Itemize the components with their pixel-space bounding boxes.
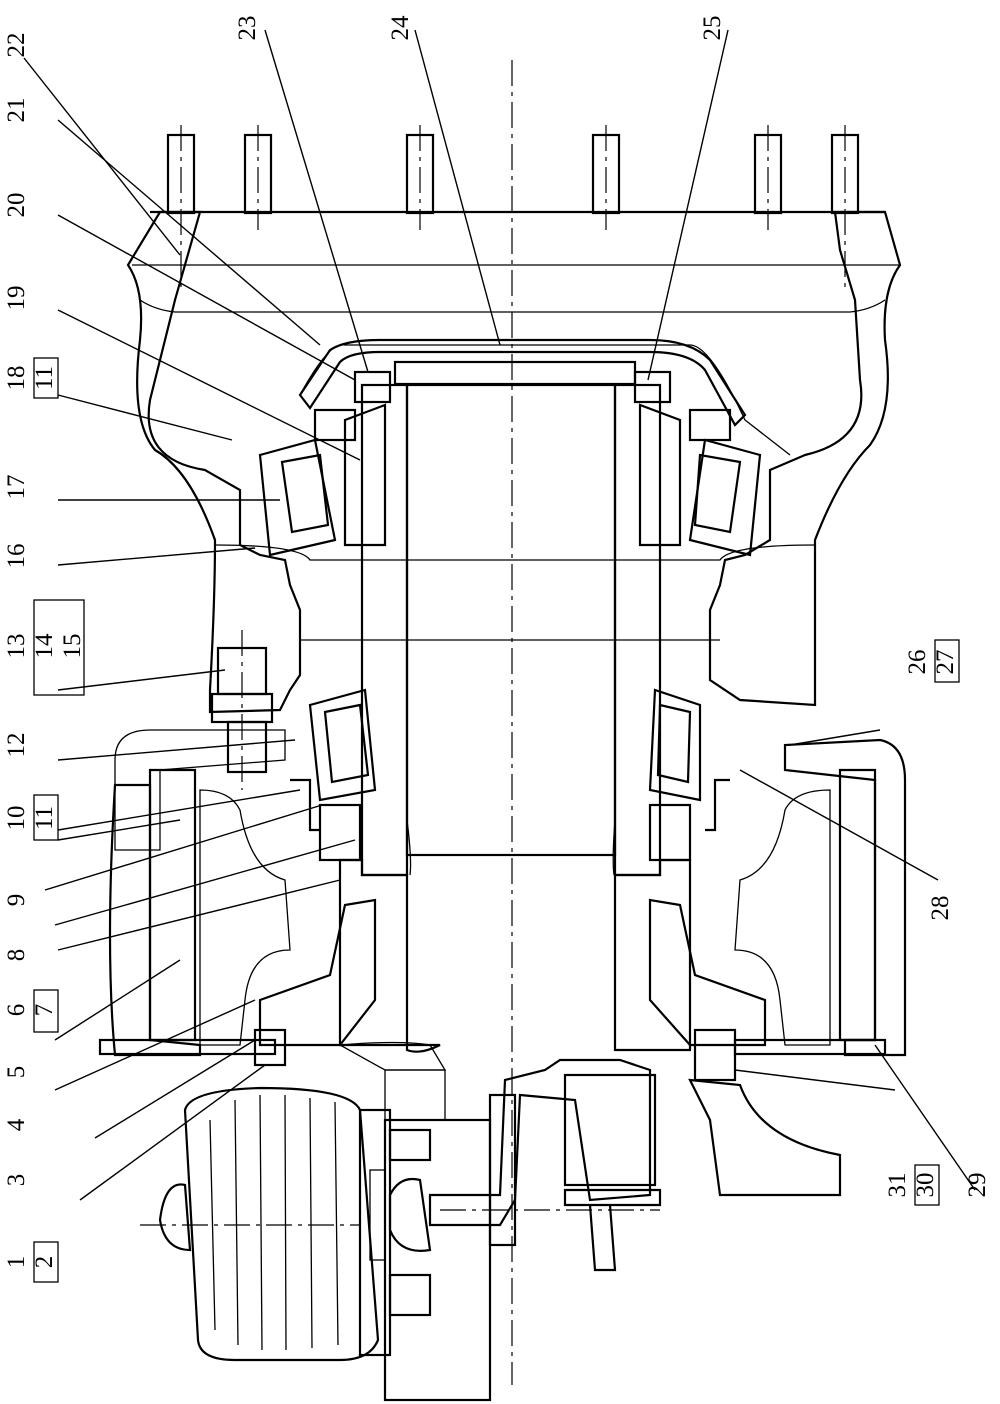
part-label-30: 30 <box>912 1173 939 1198</box>
part-label-10: 10 <box>3 806 30 831</box>
part-label-11b: 11 <box>31 366 58 390</box>
part-label-31: 31 <box>884 1173 911 1198</box>
brake-shoe-carrier <box>199 789 831 1047</box>
part-label-4: 4 <box>3 1118 30 1131</box>
part-label-5: 5 <box>3 1066 30 1079</box>
part-label-29: 29 <box>964 1173 991 1198</box>
part-label-13: 13 <box>3 634 30 659</box>
slack-adjuster <box>140 1058 842 1272</box>
part-label-3: 3 <box>3 1174 30 1187</box>
leader-lines <box>23 29 976 1201</box>
part-label-28: 28 <box>927 896 954 921</box>
inner-tapered-bearing <box>308 688 702 802</box>
part-label-14: 14 <box>31 633 58 659</box>
brake-drum <box>108 729 907 1057</box>
part-label-9: 9 <box>3 894 30 907</box>
dust-shield-plate <box>98 1028 887 1082</box>
part-label-23: 23 <box>234 16 261 41</box>
part-label-22: 22 <box>3 33 30 58</box>
part-label-21: 21 <box>3 98 30 123</box>
part-labels: 22 21 20 19 18 11 17 16 13 14 15 12 10 1… <box>3 15 991 1283</box>
axle-spindle <box>338 383 692 1053</box>
wheel-hub-housing <box>126 210 902 714</box>
part-label-27: 27 <box>932 650 959 675</box>
part-label-6: 6 <box>3 1004 30 1017</box>
part-label-20: 20 <box>3 193 30 218</box>
part-label-26: 26 <box>904 650 931 675</box>
part-label-19: 19 <box>3 286 30 311</box>
part-label-11a: 11 <box>31 806 58 830</box>
part-label-2: 2 <box>31 1256 58 1269</box>
part-label-15: 15 <box>59 634 86 659</box>
brake-bracket <box>337 1041 492 1402</box>
part-label-1: 1 <box>3 1256 30 1269</box>
part-label-8: 8 <box>3 949 30 962</box>
part-label-25: 25 <box>699 16 726 41</box>
oil-seal <box>290 778 730 862</box>
part-label-18: 18 <box>3 366 30 391</box>
brake-air-chamber <box>158 1086 392 1362</box>
part-label-16: 16 <box>3 544 30 569</box>
part-label-12: 12 <box>3 733 30 758</box>
part-label-24: 24 <box>387 15 414 41</box>
outer-tapered-bearing <box>258 403 762 557</box>
part-label-7: 7 <box>31 1004 58 1017</box>
axle-nut-assembly <box>313 370 732 442</box>
part-label-17: 17 <box>3 475 30 500</box>
